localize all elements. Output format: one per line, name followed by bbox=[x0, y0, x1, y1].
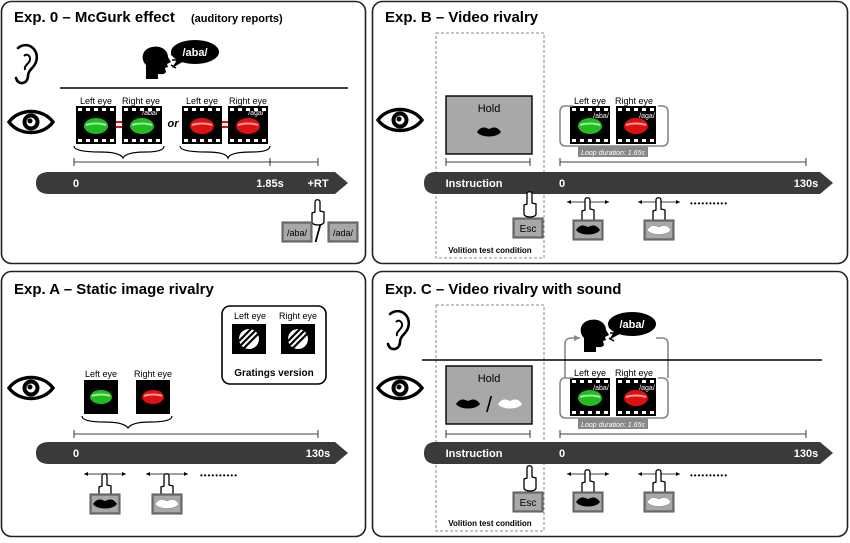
expC-title: Exp. C – Video rivalry with sound bbox=[385, 281, 621, 298]
expB-axis-tend: 130s bbox=[794, 178, 818, 190]
expC-frame-label-aga: /aga/ bbox=[639, 385, 655, 392]
expC-speech-text: /aba/ bbox=[619, 319, 644, 331]
expA-axis-t0: 0 bbox=[73, 448, 79, 460]
exp0-frame-label-aba: /aba/ bbox=[142, 110, 158, 117]
expC-hold-screen bbox=[445, 365, 533, 425]
expA-image-red bbox=[135, 379, 171, 415]
expC-ellipsis: •••••••••• bbox=[690, 471, 728, 480]
speech-bubble bbox=[608, 312, 656, 336]
exp0-axis-t1: 1.85s bbox=[256, 178, 284, 190]
expC-volition-label: Volition test condition bbox=[448, 519, 532, 528]
exp0-frame-red-left bbox=[181, 105, 223, 145]
expB-hold-label: Hold bbox=[478, 103, 501, 115]
expA-title: Exp. A – Static image rivalry bbox=[14, 281, 214, 298]
expA-left-eye-label: Left eye bbox=[85, 369, 117, 379]
exp0-right-eye-label-2: Right eye bbox=[229, 96, 267, 106]
expB-hold-screen bbox=[445, 95, 533, 155]
exp0-frame-green-left bbox=[75, 105, 117, 145]
expC-timeline-arrow bbox=[424, 442, 833, 464]
exp0-frame-label-aga: /aga/ bbox=[248, 110, 264, 117]
expB-volition-box bbox=[435, 32, 545, 259]
exp0-right-eye-label-1: Right eye bbox=[122, 96, 160, 106]
expA-right-eye-label: Right eye bbox=[134, 369, 172, 379]
expC-hold-label: Hold bbox=[478, 373, 501, 385]
expC-frame-green bbox=[569, 377, 611, 417]
expB-timeline-arrow bbox=[424, 172, 833, 194]
expC-frame-label-aba: /aba/ bbox=[593, 385, 609, 392]
exp0-or: or bbox=[168, 118, 180, 130]
expB-frame-label-aba: /aba/ bbox=[593, 113, 609, 120]
expA-gratings-right-label: Right eye bbox=[279, 311, 317, 321]
exp0-axis-t0: 0 bbox=[73, 178, 79, 190]
expB-esc-label: Esc bbox=[520, 224, 537, 235]
exp0-speech-text: /aba/ bbox=[182, 47, 207, 59]
expC-axis-tend: 130s bbox=[794, 448, 818, 460]
lips-icon bbox=[646, 496, 672, 507]
expB-frame-green bbox=[569, 105, 611, 145]
expA-ellipsis: •••••••••• bbox=[200, 471, 238, 480]
panel-expC: Exp. C – Video rivalry with sound /aba/ … bbox=[371, 270, 849, 538]
expB-title: Exp. B – Video rivalry bbox=[385, 9, 539, 26]
expA-grating-left bbox=[230, 322, 268, 356]
expC-hold-slash: / bbox=[486, 392, 493, 417]
expC-loop-label: Loop duration: 1.65s bbox=[581, 422, 645, 429]
exp0-brace-2 bbox=[179, 145, 271, 160]
exp0-response-sep: / bbox=[315, 221, 322, 248]
expB-loop-tag bbox=[578, 146, 648, 157]
eye-icon bbox=[7, 109, 55, 135]
expA-grating-right bbox=[279, 322, 317, 356]
expA-timeline-arrow bbox=[36, 442, 348, 464]
lips-icon bbox=[154, 498, 180, 509]
exp0-response-b: /ada/ bbox=[333, 228, 354, 238]
expB-ellipsis: •••••••••• bbox=[690, 199, 728, 208]
expC-axis-t0: 0 bbox=[559, 448, 565, 460]
panel-expB: Exp. B – Video rivalry Hold Left eye Rig… bbox=[371, 0, 849, 265]
expB-axis-instruction: Instruction bbox=[446, 178, 503, 190]
expA-gratings-left-label: Left eye bbox=[234, 311, 266, 321]
expB-right-eye-label: Right eye bbox=[615, 96, 653, 106]
exp0-brace-1 bbox=[73, 145, 165, 160]
expB-axis-t0: 0 bbox=[559, 178, 565, 190]
expA-axis-tend: 130s bbox=[306, 448, 330, 460]
expC-right-eye-label: Right eye bbox=[615, 368, 653, 378]
expA-gratings-label: Gratings version bbox=[234, 368, 313, 379]
expB-volition-label: Volition test condition bbox=[448, 246, 532, 255]
expB-frame-label-aga: /aga/ bbox=[639, 113, 655, 120]
eye-icon bbox=[376, 375, 424, 401]
speech-bubble bbox=[171, 40, 219, 64]
expC-esc-label: Esc bbox=[520, 498, 537, 509]
exp0-subtitle: (auditory reports) bbox=[191, 13, 283, 25]
expA-brace bbox=[81, 415, 173, 430]
exp0-timeline-arrow bbox=[36, 172, 348, 194]
expC-axis-instruction: Instruction bbox=[446, 448, 503, 460]
lips-icon bbox=[646, 224, 672, 235]
exp0-response-a: /aba/ bbox=[287, 228, 308, 238]
exp0-axis-t2: +RT bbox=[307, 178, 328, 190]
expB-frame-red bbox=[615, 105, 657, 145]
exp0-title: Exp. 0 – McGurk effect bbox=[14, 9, 175, 26]
panel-exp0: Exp. 0 – McGurk effect (auditory reports… bbox=[0, 0, 367, 265]
expA-image-green bbox=[83, 379, 119, 415]
exp0-left-eye-label-1: Left eye bbox=[80, 96, 112, 106]
expC-frame-red bbox=[615, 377, 657, 417]
eye-icon bbox=[376, 107, 424, 133]
expC-loop-tag bbox=[578, 418, 648, 429]
expC-left-eye-label: Left eye bbox=[574, 368, 606, 378]
eye-icon bbox=[7, 375, 55, 401]
panel-expA: Exp. A – Static image rivalry Left eye R… bbox=[0, 270, 367, 538]
expC-volition-box bbox=[435, 304, 545, 532]
exp0-left-eye-label-2: Left eye bbox=[186, 96, 218, 106]
expB-loop-label: Loop duration: 1.65s bbox=[581, 150, 645, 157]
expB-left-eye-label: Left eye bbox=[574, 96, 606, 106]
